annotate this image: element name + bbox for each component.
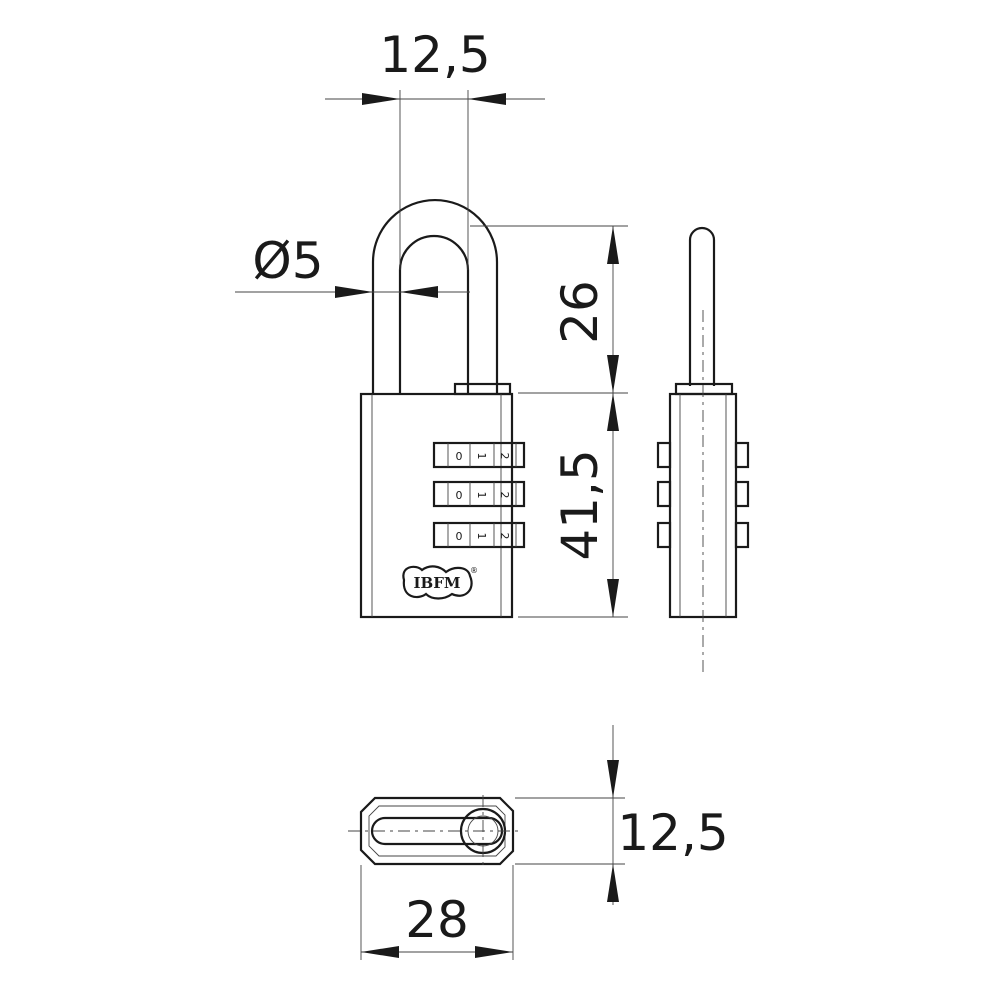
combination-dial: 0 1 2 xyxy=(432,521,526,549)
dim-label-shackle-diameter: Ø5 xyxy=(252,232,323,290)
dial-digit: 1 xyxy=(475,533,488,540)
dim-body-depth: 12,5 xyxy=(515,725,729,905)
dial-digit: 2 xyxy=(498,492,511,499)
combination-dial: 0 1 2 xyxy=(432,441,526,469)
top-view xyxy=(348,795,520,870)
shackle xyxy=(371,198,499,393)
ibfm-logo: IBFM ® xyxy=(402,565,478,600)
dim-label-body-width: 28 xyxy=(405,891,469,949)
dial-digit: 1 xyxy=(475,492,488,499)
top-shackle-slot xyxy=(370,816,504,846)
dim-shackle-diameter: Ø5 xyxy=(235,232,470,298)
logo-text: IBFM xyxy=(414,574,461,592)
side-shackle xyxy=(688,226,716,386)
combination-dial: 0 1 2 xyxy=(432,480,526,508)
dial-digit: 0 xyxy=(456,530,463,543)
dial-digit: 2 xyxy=(498,533,511,540)
dim-shackle-height: 26 xyxy=(470,225,628,394)
shackle-collar xyxy=(453,382,512,396)
dim-body-width: 28 xyxy=(360,865,514,960)
registered-mark: ® xyxy=(470,566,478,575)
dial-digit: 0 xyxy=(456,450,463,463)
dim-label-shackle-height: 26 xyxy=(551,280,609,344)
side-collar xyxy=(674,382,734,396)
dial-digit: 2 xyxy=(498,453,511,460)
dim-label-body-depth: 12,5 xyxy=(617,804,728,862)
front-view: 0 1 2 0 1 2 0 1 2 IBFM ® xyxy=(359,198,526,619)
dim-shackle-clearance: 12,5 xyxy=(325,26,545,270)
side-view xyxy=(656,226,750,675)
dial-digit: 1 xyxy=(475,453,488,460)
top-body-outline xyxy=(359,796,515,866)
dial-digit: 0 xyxy=(456,489,463,502)
dim-body-height: 41,5 xyxy=(518,393,628,618)
dim-label-body-height: 41,5 xyxy=(551,449,609,560)
dim-label-shackle-clearance: 12,5 xyxy=(379,26,490,84)
